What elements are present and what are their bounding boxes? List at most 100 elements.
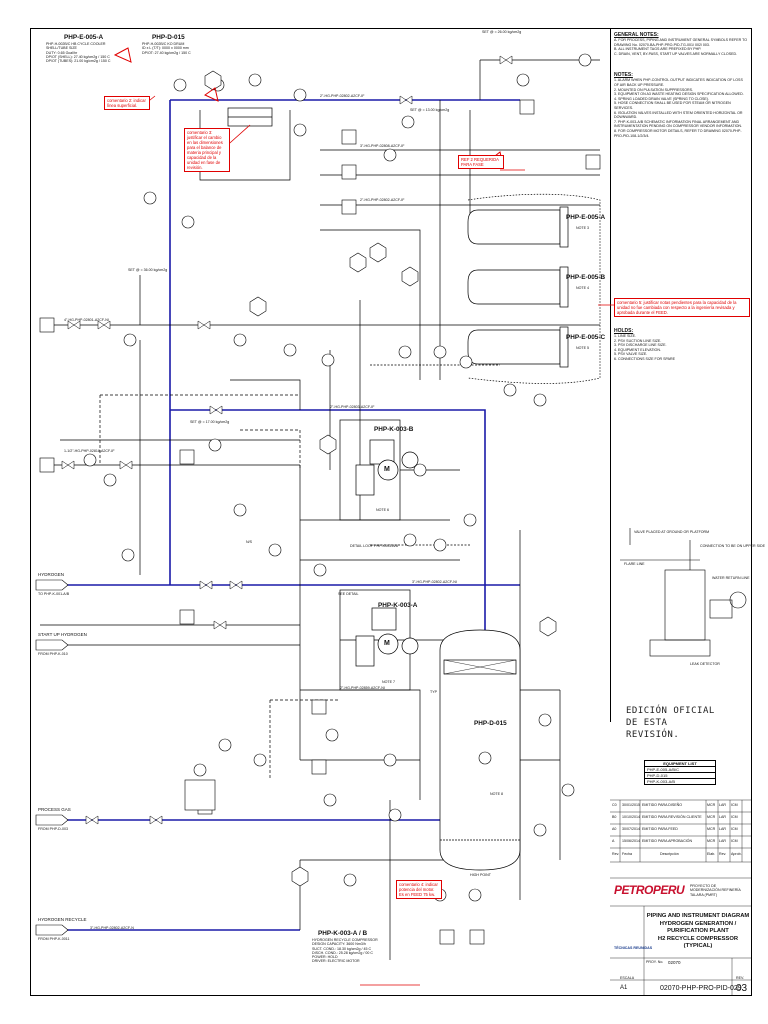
set-point: SET @ = 26.00 kg/cm2g xyxy=(482,30,522,34)
comment-marks xyxy=(113,47,504,166)
line-label: 2"-HG-PHP-02803-A2CF-IF xyxy=(330,405,375,409)
offpage-tag-4: HYDROGEN RECYCLE xyxy=(38,917,87,922)
rev-date: 30/01/2015 xyxy=(622,803,640,807)
offpage-ref-3: FROM PHP-D-003 xyxy=(38,827,68,831)
offpage-tag-2: START UP HYDROGEN xyxy=(38,632,87,637)
drawing-frame xyxy=(30,28,752,996)
rev-cell: A xyxy=(612,839,615,843)
line-label: 4"-HG-PHP-02801-A2CF-NI xyxy=(64,318,109,322)
rev-app: ICM xyxy=(731,827,738,831)
handwritten-note: EDICIÓN OFICIAL DE ESTA REVISIÓN. xyxy=(626,706,715,740)
notes-heading: NOTES: xyxy=(614,72,633,79)
compressor-k003a xyxy=(339,589,419,691)
equipment-list: EQUIPMENT LIST PHP-E-005-A/B/C PHP-D-015… xyxy=(644,760,716,785)
rev-header: Rev. xyxy=(612,852,620,856)
note: 1. ALARM WHEN PHP-CONTROL OUTPUT INDICAT… xyxy=(614,78,743,87)
general-note: B. ALL INSTRUMENT TAGS ARE PREFIXED BY P… xyxy=(614,47,702,52)
tag-d015: PHP-D-015 xyxy=(152,34,185,41)
tag-k003a: PHP-K-003-A xyxy=(378,602,418,609)
rev-by: MCR xyxy=(707,827,716,831)
rev-header: Rev. xyxy=(719,852,727,856)
note: 2. MOUNTED ON PULSATION SUPPRESSORS. xyxy=(614,87,694,92)
rev-desc: EMITIDO PARA REVISIÓN CLIENTE xyxy=(642,815,702,819)
note: 3. EQUIPMENT ON A3 WASTE HEATING DESIGN … xyxy=(614,92,744,97)
compressor-k003b xyxy=(339,419,419,521)
tag-d015-vessel: PHP-D-015 xyxy=(474,720,507,727)
rev-header: Descripción xyxy=(660,852,679,856)
detail-label-water: WATER RETURN LINE xyxy=(712,576,750,580)
instrument-blocks xyxy=(39,99,601,945)
detail-loop-label: DETAIL LOOP PHP-K003-A/B xyxy=(350,544,399,548)
hold-item: 1. LINE SIZE. xyxy=(614,334,636,338)
instrument-bubbles xyxy=(83,53,592,902)
offpage-tag-1: HYDROGEN xyxy=(38,572,65,577)
rev-header: Aprob. xyxy=(731,852,742,856)
note-ref: SEE DETAIL xyxy=(338,592,359,596)
offpage-connectors xyxy=(35,579,69,936)
rev-date: 10/10/2014 xyxy=(622,815,640,819)
note: 8. FOR COMPRESSOR MOTOR DETAILS, REFER T… xyxy=(614,128,742,138)
rev-app: ICM xyxy=(731,839,738,843)
rev-chk: LAR xyxy=(719,803,726,807)
line-label: 1-1/2"-HG-PHP-02818-A2CF-IF xyxy=(64,449,115,453)
title-line: HYDROGEN GENERATION / PURIFICATION PLANT xyxy=(659,920,737,935)
hold-item: 6. CONNECTIONS SIZE FOR SPARE xyxy=(614,356,676,361)
equipment-list-item: PHP-D-015 xyxy=(645,773,715,779)
detail-label-top: VALVE PLACED AT GROUND OR PLATFORM xyxy=(634,530,710,534)
motor-symbol-a: M xyxy=(384,640,390,647)
exchanger-e005-stack xyxy=(467,193,601,384)
detail-label-bottom: LEAK DETECTOR xyxy=(690,662,720,666)
rev-label: REV. xyxy=(736,976,745,980)
set-point: SET @ = 17.00 kg/cm2g xyxy=(190,420,230,424)
project-name: PROYECTO DE MODERNIZACIÓN REFINERÍA TALA… xyxy=(690,884,741,897)
psv-symbols xyxy=(204,70,557,887)
drawing-number: 02070-PHP-PRO-PID-029 xyxy=(660,985,742,992)
general-notes-heading: GENERAL NOTES: xyxy=(614,32,659,38)
rev-chk: LAR xyxy=(719,815,726,819)
note-ref: NOTE 8 xyxy=(490,792,503,796)
rev-desc: EMITIDO PARA APROBACIÓN xyxy=(642,839,693,843)
tag-e005b-right: PHP-E-005-B xyxy=(566,274,606,281)
rev-header: Fecha xyxy=(622,852,632,856)
vessel-d015 xyxy=(439,629,521,871)
rev-date: 30/07/2014 xyxy=(622,827,640,831)
scale-label: ESCALA xyxy=(620,976,635,980)
tag-e005a: PHP-E-005-A xyxy=(64,34,104,41)
hold-item: 4. EQUIPMENT ELEVATION. xyxy=(614,347,661,352)
rev-header: Elab. xyxy=(707,852,716,856)
tag-e005c-right: PHP-E-005-C xyxy=(566,334,606,341)
client-logo: PETROPERU xyxy=(614,883,685,897)
line-label: 2"-HG-PHP-02859-A2CF-NI xyxy=(340,686,385,690)
set-point: SET @ = 36.00 kg/cm2g xyxy=(128,268,168,272)
detail-sketch xyxy=(620,528,747,657)
rev-by: MCR xyxy=(707,839,716,843)
tag-k003ab: PHP-K-003-A / B xyxy=(318,930,368,937)
note-ref: TYP xyxy=(430,690,437,694)
offpage-ref-4: FROM PHP-K-0011 xyxy=(38,937,70,941)
note-ref: NOTE 3 xyxy=(576,226,589,230)
title-line: H2 RECYCLE COMPRESSOR (TYPICAL) xyxy=(657,935,739,950)
general-note: A. FOR PROCESS, PIPING AND INSTRUMENT GE… xyxy=(614,38,748,47)
hold-item: 5. PSV VALVE SIZE. xyxy=(614,352,648,357)
title-line: PIPING AND INSTRUMENT DIAGRAM xyxy=(646,913,750,919)
equipment-list-title: EQUIPMENT LIST xyxy=(645,761,715,767)
rev-cell: C0 xyxy=(612,803,617,807)
revision-number: 03 xyxy=(736,983,748,994)
rev-cell: B0 xyxy=(612,815,617,819)
comment-box-5: comentario 4: indicar potencia del motor… xyxy=(396,880,442,899)
line-label: 3"-HG-PHP-02802-A2CF-N xyxy=(90,926,134,930)
note-ref: HIGH POINT xyxy=(470,873,491,877)
comment-box-3: REF 2 REQUERIDA PARA FASE xyxy=(458,155,504,169)
note-ref: NOTE 7 xyxy=(382,680,395,684)
motor-symbol-b: M xyxy=(384,466,390,473)
rev-app: ICM xyxy=(731,815,738,819)
note-ref: NOTE 5 xyxy=(576,346,589,350)
comment-box-1: comentario 2: indicar línea superficial. xyxy=(104,96,150,110)
general-note: C. DRAIN, VENT, BY-PASS, START UP VALVES… xyxy=(614,51,738,56)
offpage-tag-3: PROCESS GAS xyxy=(38,807,71,812)
notes-column xyxy=(610,28,753,722)
comment-box-2: comentario 3: justificar el cambio en la… xyxy=(184,128,230,172)
rev-chk: LAR xyxy=(719,839,726,843)
note: 7. PHP-K-003-A/B SCHEMATIC INFORMATION F… xyxy=(614,119,742,129)
general-notes: GENERAL NOTES: A. FOR PROCESS, PIPING AN… xyxy=(614,32,748,138)
